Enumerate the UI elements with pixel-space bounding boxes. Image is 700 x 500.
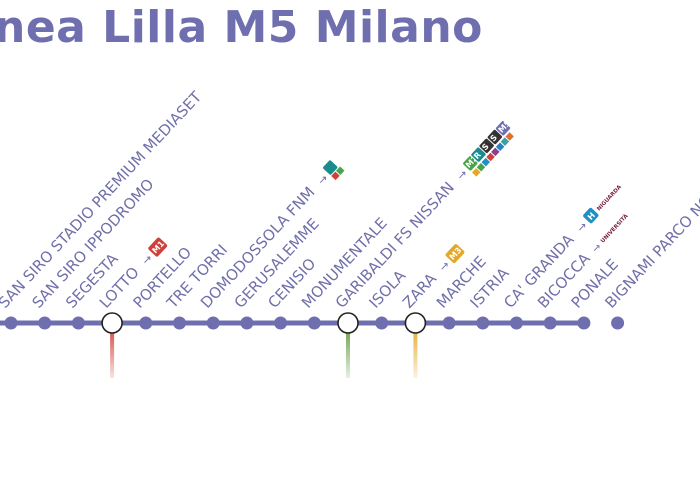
bus-badge xyxy=(472,168,481,177)
arrow-icon: → xyxy=(139,252,155,268)
rail-badge-label: S xyxy=(480,142,491,153)
station-stop[interactable] xyxy=(173,316,186,330)
bus-badge xyxy=(335,166,345,175)
domodossola-badges: → xyxy=(315,160,345,188)
station-stop[interactable] xyxy=(577,316,591,330)
hospital-icon-label: H xyxy=(586,211,597,222)
bus-badge xyxy=(505,132,514,141)
rail-badge xyxy=(471,147,486,162)
station-stops xyxy=(4,312,625,334)
interchange-stop[interactable] xyxy=(101,312,123,334)
badge-background xyxy=(445,244,465,264)
arrow-icon: → xyxy=(574,219,590,235)
rail-badge xyxy=(323,160,338,175)
station-stop[interactable] xyxy=(4,316,18,330)
arrow-icon: → xyxy=(437,258,453,274)
rail-badge xyxy=(495,121,511,136)
station-stop[interactable] xyxy=(442,316,456,330)
station-stop[interactable] xyxy=(375,316,389,330)
rail-badge-label: R xyxy=(472,150,483,161)
station-stop[interactable] xyxy=(206,316,220,330)
station-stop[interactable] xyxy=(240,316,254,330)
station-stop[interactable] xyxy=(611,316,625,330)
connection-stub xyxy=(413,323,418,378)
station-stop[interactable] xyxy=(543,316,557,330)
station-stop[interactable] xyxy=(476,316,490,330)
connection-stub xyxy=(346,323,350,378)
connection-stub xyxy=(110,323,115,378)
bus-badge xyxy=(500,137,510,146)
arrow-icon: → xyxy=(590,242,604,256)
arrow-icon: → xyxy=(454,167,470,183)
hospital-icon xyxy=(583,207,599,224)
rail-badge xyxy=(487,129,502,145)
bus-badge xyxy=(331,171,340,181)
rail-badge xyxy=(463,156,478,171)
station-stop[interactable] xyxy=(38,316,52,330)
station-stop[interactable] xyxy=(139,316,153,330)
station-stop[interactable] xyxy=(274,316,288,330)
destination-label: NIGUARDA xyxy=(596,184,623,213)
connection-stubs xyxy=(110,323,418,378)
rail-badge xyxy=(479,138,494,153)
station-stop[interactable] xyxy=(307,316,321,330)
page-title: nea Lilla M5 Milano xyxy=(0,2,483,53)
rail-badge-label: S xyxy=(488,133,499,144)
rail-badge-label: M5 xyxy=(497,118,513,134)
interchange-stop[interactable] xyxy=(404,312,427,334)
bus-badge xyxy=(481,157,491,167)
arrow-icon: → xyxy=(315,172,331,188)
bus-badge xyxy=(491,147,500,157)
destination-label: UNIVERSITÀ xyxy=(599,212,630,244)
station-stop[interactable] xyxy=(510,316,523,330)
interchange-stop[interactable] xyxy=(337,312,359,334)
badge-background xyxy=(148,237,168,257)
bus-badge xyxy=(495,142,505,152)
bus-badge xyxy=(476,163,486,172)
bus-badge xyxy=(486,152,495,162)
station-stop[interactable] xyxy=(71,316,85,330)
